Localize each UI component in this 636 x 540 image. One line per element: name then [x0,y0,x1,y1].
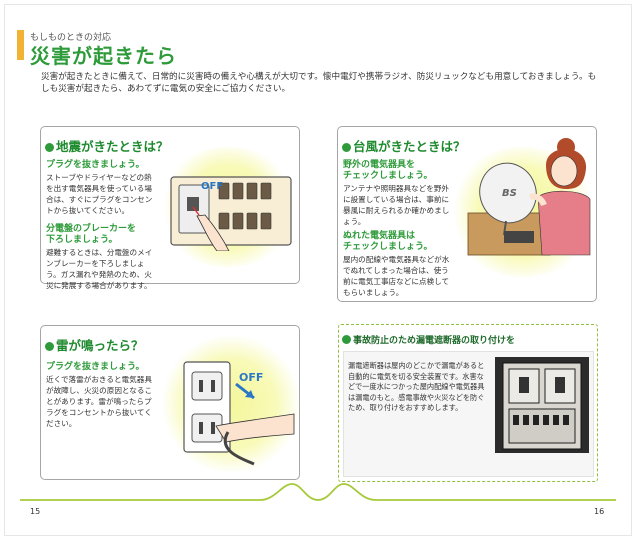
footer-wave-line [20,483,616,501]
thunder-title: 雷が鳴ったら？ [56,338,144,353]
earthquake-heading-breaker-1: 分電盤のブレーカーを [46,224,137,234]
typhoon-section: 台風がきたときは？ 野外の電気器具を チェックしましょう。 アンテナや照明器具な… [337,126,598,302]
outlet-plug-illustration [183,361,295,466]
bullet-dot-icon [45,342,54,351]
thunder-off-label: OFF [239,371,264,384]
typhoon-heading-wet-1: ぬれた電気器具は [343,231,416,241]
earthquake-title: 地震がきたときは？ [56,139,169,154]
typhoon-heading-wet-2: チェックしましょう。 [343,242,433,252]
page-number-right: 16 [594,507,605,516]
typhoon-heading-outdoor-2: チェックしましょう。 [343,171,433,181]
earthquake-off-label: OFF [201,181,224,192]
breaker-photo [495,357,589,453]
page-number-left: 15 [30,507,41,516]
typhoon-title-row: 台風がきたときは？ [342,136,466,155]
earthquake-heading-unplug: プラグを抜きましょう。 [46,160,145,170]
typhoon-heading-outdoor-1: 野外の電気器具を [343,160,416,170]
breaker-text: 漏電遮断器は屋内のどこかで漏電があると自動的に電気を切る安全装置です。水害などで… [348,361,485,412]
thunder-text-unplug: 近くで落雷がおきると電気器具が故障し、火災の原因となることがあります。雷が鳴った… [46,375,153,428]
earthquake-heading-breaker-2: 下ろしましょう。 [46,235,118,245]
breaker-section: 事故防止のため漏電遮断器の取り付けを 漏電遮断器は屋内のどこかで漏電があると自動… [338,324,598,482]
title-accent-bar [17,30,24,60]
thunder-heading-unplug: プラグを抜きましょう。 [46,362,145,372]
earthquake-text-breaker: 避難するときは、分電盤のメインブレーカーを下ろしましょう。ガス漏れや発熱のため、… [46,248,153,290]
typhoon-title: 台風がきたときは？ [353,139,466,154]
page-subtitle: もしものときの対応 [30,33,112,43]
typhoon-text-outdoor: アンテナや照明器具などを野外に設置している場合は、事前に暴風に耐えられるか確かめ… [343,184,450,226]
earthquake-title-row: 地震がきたときは？ [45,136,169,155]
thunder-section: 雷が鳴ったら？ プラグを抜きましょう。 近くで落雷がおきると電気器具が故障し、火… [40,325,301,480]
breaker-panel-illustration [170,176,292,251]
breaker-title: 事故防止のため漏電遮断器の取り付けを [353,336,516,346]
bullet-dot-icon [45,143,54,152]
earthquake-text-unplug: ストーブやドライヤーなどの熱を出す電気器具を使っている場合は、すぐにプラグをコン… [46,173,153,215]
bullet-dot-icon [342,335,351,344]
bullet-dot-icon [342,143,351,152]
earthquake-section: 地震がきたときは？ プラグを抜きましょう。 ストーブやドライヤーなどの熱を出す電… [40,126,300,290]
typhoon-text-wet: 屋内の配線や電気器具などが水でぬれてしまった場合は、使う前に電気工事店などに点検… [343,255,450,297]
page-title: 災害が起きたら [30,44,177,68]
intro-paragraph: 災害が起きたときに備えて、日常的に災害時の備えや心構えが大切です。懐中電灯や携帯… [41,72,597,94]
breaker-title-row: 事故防止のため漏電遮断器の取り付けを [342,333,515,346]
thunder-title-row: 雷が鳴ったら？ [45,335,144,354]
woman-with-antenna-illustration [467,138,591,256]
antenna-label: BS [502,188,517,199]
